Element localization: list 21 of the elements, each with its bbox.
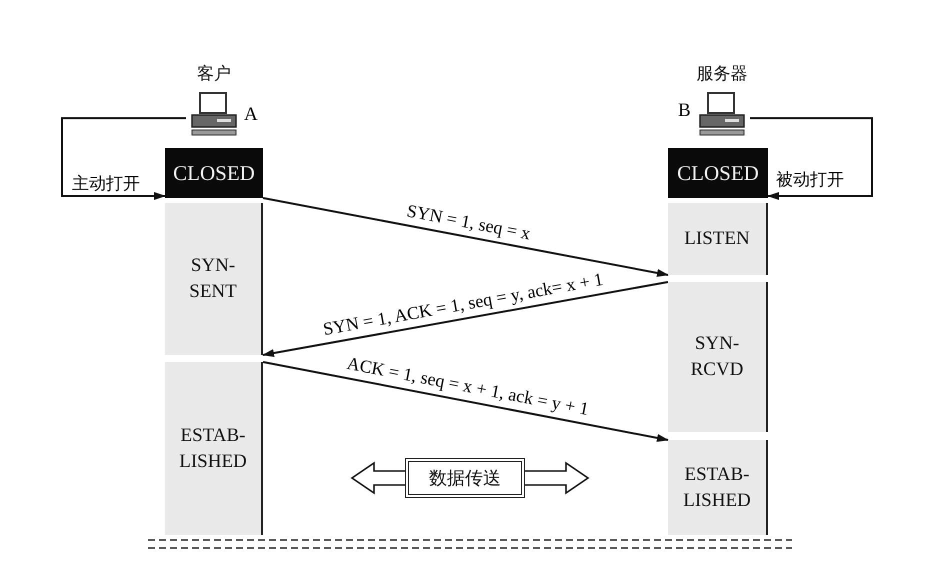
arrow [750,117,873,200]
arrow [262,281,668,357]
host-letter: A [244,104,258,126]
state-box: CLOSED [668,148,768,198]
arrow [262,361,669,442]
data-transfer-box: 数据传送 [405,458,525,498]
edge-label: 主动打开 [70,176,142,193]
state-box: SYN- RCVD [668,282,768,432]
state-box: CLOSED [165,148,263,198]
hollow-arrow [350,461,406,495]
host-letter: B [678,100,691,122]
state-box: ESTAB- LISHED [668,440,768,535]
arrow [61,117,186,200]
hollow-arrow [524,461,590,495]
state-box: ESTAB- LISHED [165,362,263,535]
edge-label: 被动打开 [774,172,846,189]
device-label: 客户 [197,63,231,85]
arrow [262,197,669,277]
state-box: LISTEN [668,203,768,275]
state-box: SYN- SENT [165,203,263,355]
device-label: 服务器 [696,63,748,85]
